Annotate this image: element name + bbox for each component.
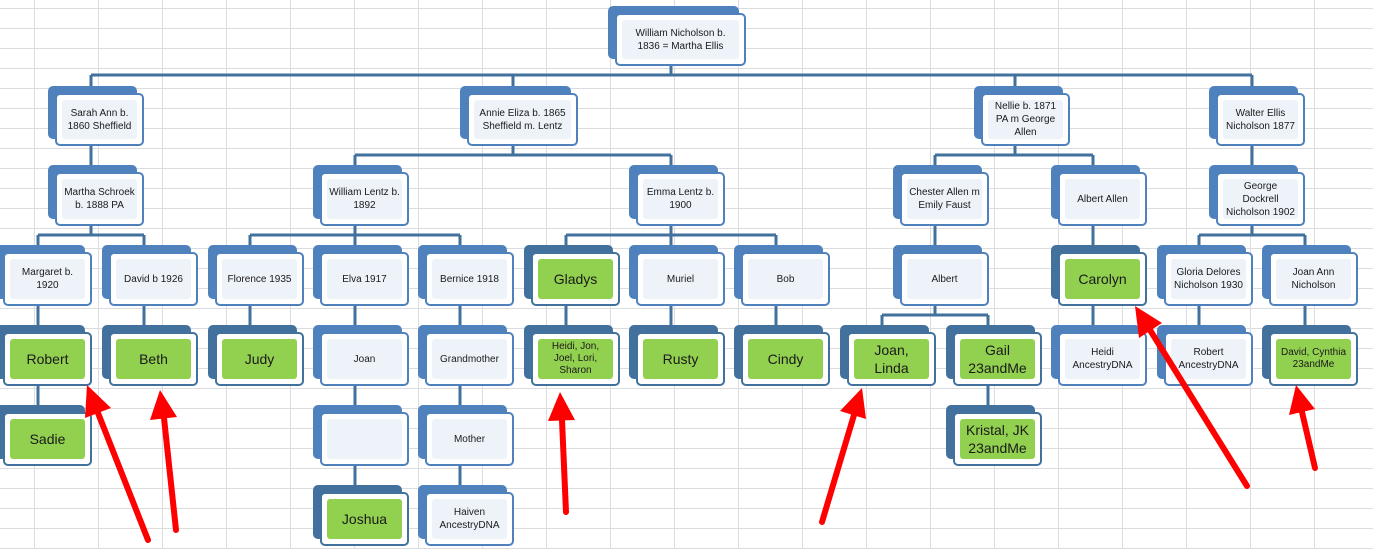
node-muriel[interactable]: Muriel [629,245,725,306]
node-sarah-ann[interactable]: Sarah Ann b. 1860 Sheffield [48,86,144,146]
node-gladys[interactable]: Gladys [524,245,620,306]
node-heidi-ancestry[interactable]: Heidi AncestryDNA [1051,325,1147,386]
node-albert[interactable]: Albert [893,245,989,306]
node-albert-allen[interactable]: Albert Allen [1051,165,1147,226]
node-haiven[interactable]: Haiven AncestryDNA [418,485,514,546]
node-joan-linda[interactable]: Joan, Linda [840,325,936,386]
node-joan[interactable]: Joan [313,325,409,386]
node-judy[interactable]: Judy [208,325,304,386]
node-carolyn[interactable]: Carolyn [1051,245,1147,306]
node-margaret[interactable]: Margaret b. 1920 [0,245,92,306]
node-chester-allen[interactable]: Chester Allen m Emily Faust [893,165,989,226]
node-joshua[interactable]: Joshua [313,485,409,546]
node-martha-schroek[interactable]: Martha Schroek b. 1888 PA [48,165,144,226]
node-annie-eliza[interactable]: Annie Eliza b. 1865 Sheffield m. Lentz [460,86,578,146]
node-cindy[interactable]: Cindy [734,325,830,386]
node-beth[interactable]: Beth [102,325,198,386]
node-kristal-jk[interactable]: Kristal, JK 23andMe [946,405,1042,466]
node-gloria-delores[interactable]: Gloria Delores Nicholson 1930 [1157,245,1253,306]
node-william-lentz[interactable]: William Lentz b. 1892 [313,165,409,226]
node-walter-ellis[interactable]: Walter Ellis Nicholson 1877 [1209,86,1305,146]
node-joan-ann[interactable]: Joan Ann Nicholson [1262,245,1358,306]
node-nellie[interactable]: Nellie b. 1871 PA m George Allen [974,86,1070,146]
node-sadie[interactable]: Sadie [0,405,92,466]
node-emma-lentz[interactable]: Emma Lentz b. 1900 [629,165,725,226]
node-robert[interactable]: Robert [0,325,92,386]
node-bernice[interactable]: Bernice 1918 [418,245,514,306]
node-gail[interactable]: Gail 23andMe [946,325,1042,386]
node-william-nicholson[interactable]: William Nicholson b. 1836 = Martha Ellis [608,6,746,66]
node-mother[interactable]: Mother [418,405,514,466]
node-elva[interactable]: Elva 1917 [313,245,409,306]
node-george-dockrell[interactable]: George Dockrell Nicholson 1902 [1209,165,1305,226]
node-heidi-jon-joel-lori-sharon[interactable]: Heidi, Jon, Joel, Lori, Sharon [524,325,620,386]
node-bob[interactable]: Bob [734,245,830,306]
node-florence[interactable]: Florence 1935 [208,245,304,306]
node-david-cynthia[interactable]: David, Cynthia 23andMe [1262,325,1358,386]
node-grandmother[interactable]: Grandmother [418,325,514,386]
node-david-1926[interactable]: David b 1926 [102,245,198,306]
node-robert-ancestry[interactable]: Robert AncestryDNA [1157,325,1253,386]
node-blank[interactable] [313,405,409,466]
node-rusty[interactable]: Rusty [629,325,725,386]
